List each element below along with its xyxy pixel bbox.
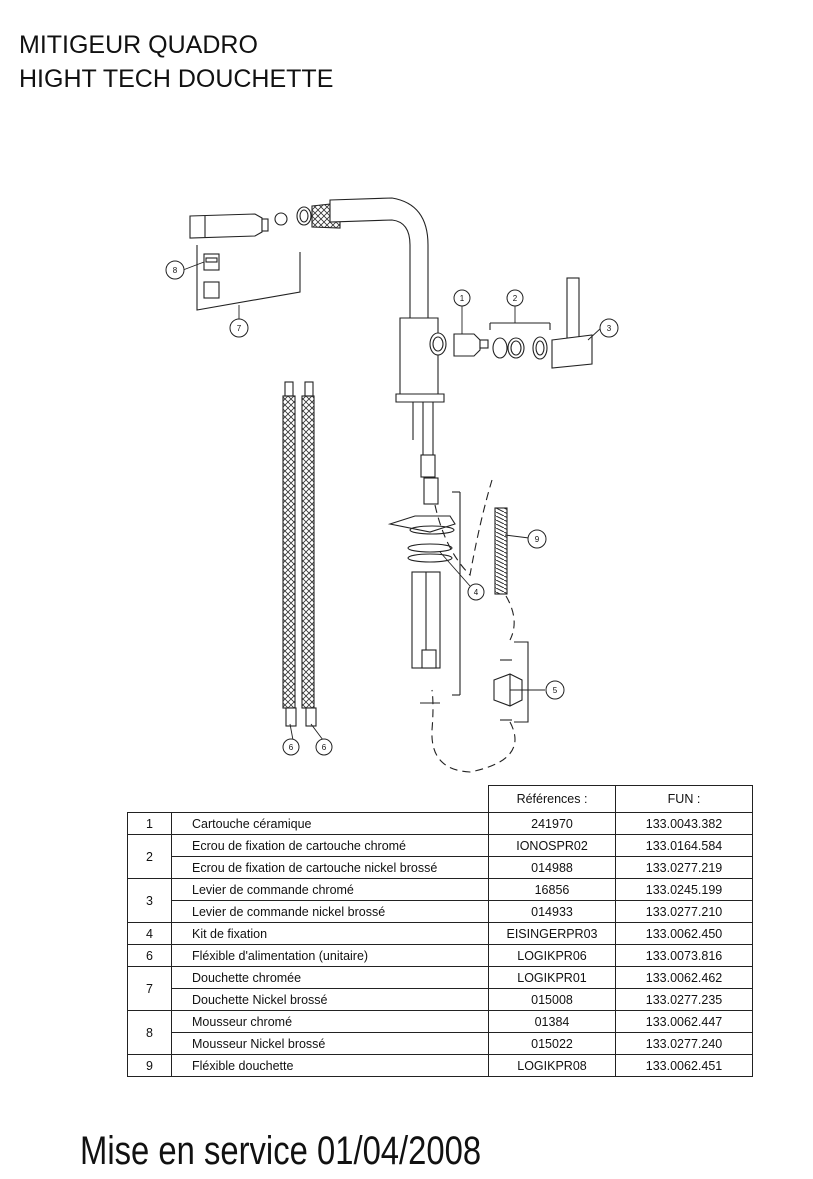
item-reference: 014988	[488, 856, 616, 879]
item-reference: 16856	[488, 878, 616, 901]
item-number: 3	[127, 878, 172, 923]
item-description: Ecrou de fixation de cartouche chromé	[171, 834, 489, 857]
title-line-1: MITIGEUR QUADRO	[19, 31, 258, 59]
callout-6b: 6	[322, 743, 327, 752]
item-description: Levier de commande nickel brossé	[171, 900, 489, 923]
item-description: Douchette chromée	[171, 966, 489, 989]
item-number: 8	[127, 1010, 172, 1055]
service-date: Mise en service 01/04/2008	[80, 1129, 482, 1173]
callout-4: 4	[474, 588, 479, 597]
table-header-row: Références : FUN :	[128, 785, 753, 813]
item-description: Mousseur Nickel brossé	[171, 1032, 489, 1055]
callout-2: 2	[513, 294, 518, 303]
item-fun-code: 133.0073.816	[615, 944, 753, 967]
callout-7: 7	[237, 324, 242, 333]
shower-hose	[494, 507, 508, 595]
item-number: 1	[127, 812, 172, 835]
item-reference: IONOSPR02	[488, 834, 616, 857]
exploded-view-diagram: 1 2 3 4 5 6 6 7 8 9	[165, 197, 619, 773]
item-description: Fléxible d'alimentation (unitaire)	[171, 944, 489, 967]
callout-8: 8	[173, 266, 178, 275]
item-reference: 241970	[488, 812, 616, 835]
item-description: Ecrou de fixation de cartouche nickel br…	[171, 856, 489, 879]
item-description: Douchette Nickel brossé	[171, 988, 489, 1011]
item-fun-code: 133.0277.210	[615, 900, 753, 923]
item-fun-code: 133.0062.450	[615, 922, 753, 945]
callout-6a: 6	[289, 743, 294, 752]
callout-9: 9	[535, 535, 540, 544]
item-fun-code: 133.0062.462	[615, 966, 753, 989]
item-description: Fléxible douchette	[171, 1054, 489, 1077]
spout-body	[329, 197, 445, 505]
item-reference: 01384	[488, 1010, 616, 1033]
item-description: Mousseur chromé	[171, 1010, 489, 1033]
item-fun-code: 133.0164.584	[615, 834, 753, 857]
item-reference: LOGIKPR01	[488, 966, 616, 989]
column-header-fun: FUN :	[615, 785, 753, 813]
item-reference: LOGIKPR08	[488, 1054, 616, 1077]
item-number: 2	[127, 834, 172, 879]
item-number: 9	[127, 1054, 172, 1077]
item-fun-code: 133.0062.447	[615, 1010, 753, 1033]
item-number: 6	[127, 944, 172, 967]
item-description: Cartouche céramique	[171, 812, 489, 835]
table-row: Ecrou de fixation de cartouche nickel br…	[128, 856, 753, 879]
aerator-bracket	[196, 245, 301, 311]
item-fun-code: 133.0043.382	[615, 812, 753, 835]
hose-weight	[493, 641, 529, 723]
item-description: Kit de fixation	[171, 922, 489, 945]
item-fun-code: 133.0277.235	[615, 988, 753, 1011]
hose-route-dashed	[431, 479, 516, 773]
fixing-kit	[387, 491, 461, 704]
cartridge-assembly	[429, 277, 593, 369]
item-reference: EISINGERPR03	[488, 922, 616, 945]
item-fun-code: 133.0277.219	[615, 856, 753, 879]
item-number: 7	[127, 966, 172, 1011]
item-reference: LOGIKPR06	[488, 944, 616, 967]
callout-1: 1	[460, 294, 465, 303]
column-header-references: Références :	[488, 785, 616, 813]
title-line-2: HIGHT TECH DOUCHETTE	[19, 65, 334, 93]
callout-3: 3	[607, 324, 612, 333]
douchette-head	[189, 202, 341, 239]
item-fun-code: 133.0062.451	[615, 1054, 753, 1077]
item-reference: 014933	[488, 900, 616, 923]
supply-hoses	[282, 381, 317, 727]
callout-5: 5	[553, 686, 558, 695]
item-fun-code: 133.0277.240	[615, 1032, 753, 1055]
item-fun-code: 133.0245.199	[615, 878, 753, 901]
item-reference: 015022	[488, 1032, 616, 1055]
item-number: 4	[127, 922, 172, 945]
item-reference: 015008	[488, 988, 616, 1011]
item-description: Levier de commande chromé	[171, 878, 489, 901]
